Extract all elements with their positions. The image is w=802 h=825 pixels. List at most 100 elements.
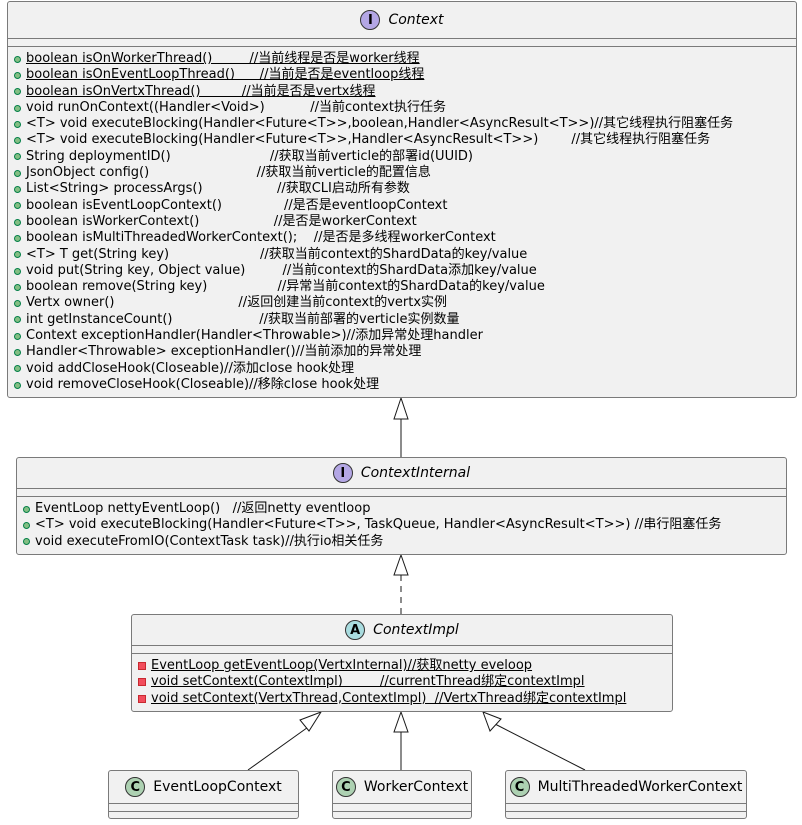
method-row: <T> void executeBlocking(Handler<Future<…	[14, 116, 796, 132]
class-name: ContextImpl	[373, 622, 459, 638]
public-visibility-icon	[14, 202, 21, 210]
method-row: EventLoop getEventLoop(VertxInternal)//获…	[138, 658, 672, 674]
method-signature: void addCloseHook(Closeable)//添加close ho…	[26, 360, 355, 376]
contextimpl-abstract-box[interactable]: A ContextImpl EventLoop getEventLoop(Ver…	[131, 614, 673, 712]
public-visibility-icon	[14, 137, 21, 145]
method-row: void removeCloseHook(Closeable)//移除close…	[14, 377, 796, 393]
public-visibility-icon	[23, 538, 30, 546]
attributes-section	[506, 804, 746, 812]
method-row: List<String> processArgs() //获取CLI启动所有参数	[14, 181, 796, 197]
public-visibility-icon	[14, 365, 21, 373]
method-signature: Context exceptionHandler(Handler<Throwab…	[26, 328, 483, 344]
class-icon: C	[509, 777, 530, 797]
methods-section: EventLoop getEventLoop(VertxInternal)//获…	[132, 654, 672, 707]
method-signature: boolean remove(String key) //异常当前context…	[26, 279, 545, 295]
method-row: void setContext(ContextImpl) //currentTh…	[138, 674, 672, 690]
public-visibility-icon	[14, 283, 21, 291]
method-row: boolean isOnVertxThread() //当前是否是vertx线程	[14, 84, 796, 100]
method-row: EventLoop nettyEventLoop() //返回netty eve…	[23, 501, 786, 517]
private-visibility-icon	[138, 662, 146, 671]
private-visibility-icon	[138, 694, 146, 703]
method-row: boolean isOnWorkerThread() //当前线程是否是work…	[14, 51, 796, 67]
public-visibility-icon	[14, 332, 21, 340]
realization-arrowhead	[393, 553, 409, 576]
method-signature: void executeFromIO(ContextTask task)//执行…	[35, 533, 384, 549]
class-header: I Context	[8, 2, 796, 39]
method-row: void runOnContext((Handler<Void>) //当前co…	[14, 100, 796, 116]
method-signature: boolean isOnEventLoopThread() //当前是否是eve…	[26, 67, 425, 83]
public-visibility-icon	[14, 234, 21, 242]
class-icon: C	[125, 777, 146, 797]
method-row: int getInstanceCount() //获取当前部署的verticle…	[14, 312, 796, 328]
class-header: C WorkerContext	[333, 771, 471, 804]
class-name: Context	[388, 12, 444, 28]
class-header: C MultiThreadedWorkerContext	[506, 771, 746, 804]
generalization-arrowhead	[393, 396, 409, 420]
public-visibility-icon	[14, 251, 21, 259]
method-signature: Handler<Throwable> exceptionHandler()//当…	[26, 344, 422, 360]
method-signature: boolean isWorkerContext() //是否是workerCon…	[26, 213, 417, 229]
public-visibility-icon	[14, 300, 21, 308]
public-visibility-icon	[14, 169, 21, 177]
class-name: EventLoopContext	[153, 779, 282, 795]
public-visibility-icon	[14, 381, 21, 389]
method-row: boolean isOnEventLoopThread() //当前是否是eve…	[14, 67, 796, 83]
public-visibility-icon	[14, 186, 21, 194]
method-signature: String deploymentID() //获取当前verticle的部署i…	[26, 148, 473, 164]
method-row: boolean isWorkerContext() //是否是workerCon…	[14, 214, 796, 230]
public-visibility-icon	[14, 348, 21, 356]
private-visibility-icon	[138, 678, 146, 687]
method-signature: List<String> processArgs() //获取CLI启动所有参数	[26, 181, 410, 197]
class-name: MultiThreadedWorkerContext	[537, 779, 743, 795]
method-signature: <T> void executeBlocking(Handler<Future<…	[26, 116, 734, 132]
interface-icon: I	[360, 10, 381, 30]
method-row: void executeFromIO(ContextTask task)//执行…	[23, 534, 786, 550]
method-signature: <T> void executeBlocking(Handler<Future<…	[26, 132, 711, 148]
public-visibility-icon	[14, 316, 21, 324]
method-signature: <T> void executeBlocking(Handler<Future<…	[35, 517, 722, 533]
extends-line-multithreaded	[494, 723, 586, 771]
method-row: void setContext(VertxThread,ContextImpl)…	[138, 691, 672, 707]
method-row: void addCloseHook(Closeable)//添加close ho…	[14, 361, 796, 377]
public-visibility-icon	[14, 218, 21, 226]
method-signature: void runOnContext((Handler<Void>) //当前co…	[26, 99, 446, 115]
contextinternal-interface-box[interactable]: I ContextInternal EventLoop nettyEventLo…	[16, 457, 787, 555]
public-visibility-icon	[14, 71, 21, 79]
method-signature: boolean isMultiThreadedWorkerContext(); …	[26, 230, 496, 246]
method-row: <T> void executeBlocking(Handler<Future<…	[23, 517, 786, 533]
method-signature: void setContext(ContextImpl) //currentTh…	[151, 674, 585, 690]
method-row: Vertx owner() //返回创建当前context的vertx实例	[14, 295, 796, 311]
attributes-section	[8, 39, 796, 47]
method-row: JsonObject config() //获取当前verticle的配置信息	[14, 165, 796, 181]
public-visibility-icon	[14, 120, 21, 128]
method-signature: boolean isEventLoopContext() //是否是eventl…	[26, 197, 448, 213]
method-signature: void setContext(VertxThread,ContextImpl)…	[151, 690, 627, 706]
generalization-arrowhead	[393, 710, 409, 733]
context-interface-box[interactable]: I Context boolean isOnWorkerThread() //当…	[7, 1, 797, 398]
method-signature: boolean isOnWorkerThread() //当前线程是否是work…	[26, 51, 420, 66]
workercontext-class-box[interactable]: C WorkerContext	[332, 770, 472, 819]
public-visibility-icon	[14, 55, 21, 63]
class-header: I ContextInternal	[17, 458, 786, 489]
method-signature: JsonObject config() //获取当前verticle的配置信息	[26, 165, 431, 181]
eventloopcontext-class-box[interactable]: C EventLoopContext	[108, 770, 299, 819]
method-signature: <T> T get(String key) //获取当前context的Shar…	[26, 246, 528, 262]
generalization-arrowhead	[482, 711, 502, 732]
attributes-section	[17, 489, 786, 497]
public-visibility-icon	[14, 88, 21, 96]
methods-section: EventLoop nettyEventLoop() //返回netty eve…	[17, 497, 786, 550]
method-row: Context exceptionHandler(Handler<Throwab…	[14, 328, 796, 344]
method-row: Handler<Throwable> exceptionHandler()//当…	[14, 344, 796, 360]
class-icon: C	[335, 777, 356, 797]
attributes-section	[333, 804, 471, 812]
method-row: void put(String key, Object value) //当前c…	[14, 263, 796, 279]
method-signature: void removeCloseHook(Closeable)//移除close…	[26, 376, 380, 392]
class-header: C EventLoopContext	[109, 771, 298, 804]
extends-line-eventloop	[247, 724, 312, 771]
method-row: boolean isEventLoopContext() //是否是eventl…	[14, 198, 796, 214]
method-signature: EventLoop nettyEventLoop() //返回netty eve…	[35, 501, 371, 516]
method-signature: EventLoop getEventLoop(VertxInternal)//获…	[151, 658, 533, 673]
multithreadedworkercontext-class-box[interactable]: C MultiThreadedWorkerContext	[505, 770, 747, 819]
public-visibility-icon	[14, 267, 21, 275]
